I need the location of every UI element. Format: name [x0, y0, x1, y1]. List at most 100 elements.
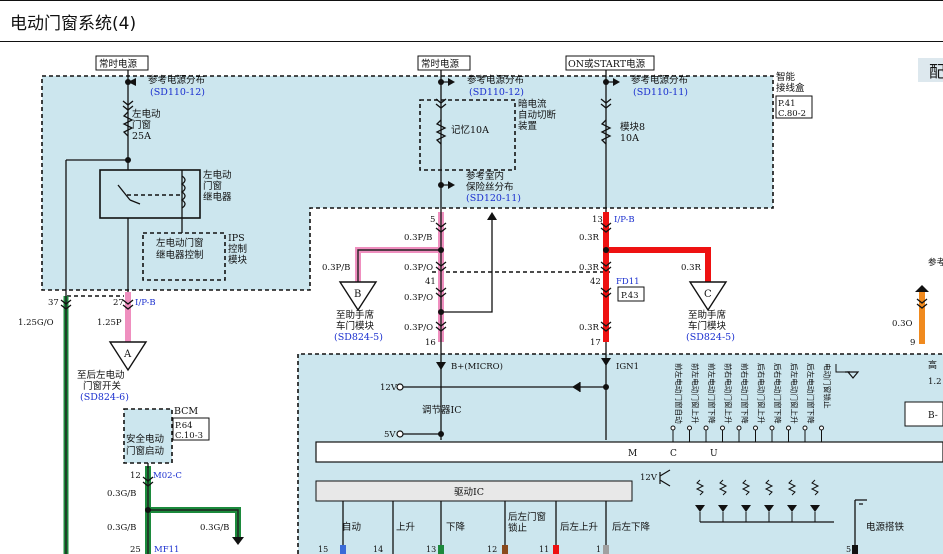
safety-2: 门窗启动	[126, 445, 164, 457]
rear-lock-1: 后左门窗	[508, 511, 546, 523]
w-125p: 1.25P	[97, 318, 122, 328]
smart-box-1: 智能	[776, 71, 796, 83]
node-5v	[396, 430, 404, 438]
to-pass-c-1: 至助手席	[688, 309, 727, 321]
switch-label-1: 前左电动门窗上升	[691, 363, 701, 424]
switch-node-1	[687, 425, 692, 431]
bottom-pin-11: 11	[539, 545, 549, 554]
arrow-ign1	[601, 358, 611, 366]
switch-input-lines	[670, 364, 850, 442]
ipb-2: I/P-B	[135, 298, 156, 308]
switch-label-7: 后左电动门窗上升	[790, 363, 800, 424]
node-12v	[396, 383, 404, 391]
memory-fuse-box	[419, 99, 516, 171]
to-rear-code: (SD824-6)	[80, 392, 129, 403]
pin-42: 42	[590, 277, 601, 287]
switch-label-5: 后右电动门窗上升	[757, 363, 767, 424]
dot-6	[603, 247, 609, 253]
p43-box	[617, 286, 645, 302]
switch-node-0	[670, 425, 676, 431]
led-resistor-0	[695, 479, 705, 496]
bmicro: B+(MICRO)	[451, 361, 503, 372]
door-module-border	[297, 353, 943, 554]
module8-2: 10A	[620, 133, 639, 144]
w-03r-4: 0.3R	[579, 323, 600, 333]
out-down-label: 下降	[446, 521, 466, 533]
arrow-ref-3	[613, 78, 620, 86]
switch-node-9	[819, 425, 824, 431]
mf11: MF11	[154, 545, 179, 554]
connector-b-label: B	[354, 289, 361, 300]
led-resistor-2	[741, 479, 751, 496]
chev-7	[600, 261, 612, 272]
chev-15	[916, 298, 928, 309]
ref-power-3-code: (SD110-11)	[633, 87, 688, 98]
bcm-ref	[172, 417, 210, 441]
arrow-up	[487, 212, 497, 220]
b-pin: B-	[928, 411, 938, 421]
w-03o: 0.3O	[892, 319, 913, 329]
b-minus-box	[904, 401, 943, 427]
v12-3: 1.2	[928, 377, 942, 387]
bottom-pin-1: 1	[596, 545, 601, 554]
memory-fuse-label: 记忆10A	[451, 124, 489, 136]
on-start-power-box	[565, 55, 655, 71]
p41: P.41	[778, 99, 796, 109]
led-resistor-4	[787, 479, 797, 496]
chev-12	[122, 299, 134, 310]
pink-wire-stripe	[357, 212, 442, 342]
drive-ic	[315, 480, 633, 502]
drive-ic-label: 驱动IC	[454, 487, 484, 498]
out-auto-label: 自动	[342, 521, 361, 533]
chev-9	[600, 287, 612, 298]
led-row	[695, 479, 820, 522]
p43: P.43	[621, 291, 639, 301]
page-header: 电动门窗系统(4)	[0, 0, 943, 42]
ips-3: 模块	[228, 254, 248, 266]
pin-12: 12	[130, 471, 141, 481]
w-03r-3: 0.3R	[681, 263, 702, 273]
to-rear-1: 至后左电动	[77, 369, 125, 381]
switch-label-3: 前右电动门窗上升	[724, 363, 734, 424]
dark-current-1: 暗电流	[518, 98, 547, 110]
to-rear-2: 门窗开关	[83, 380, 122, 392]
relay-box	[99, 169, 201, 219]
pin-25: 25	[130, 545, 141, 554]
connector-a-label: A	[123, 349, 132, 360]
fuse-label-1: 左电动	[132, 108, 161, 120]
mcu-c: C	[670, 449, 677, 459]
w-03r-2: 0.3R	[579, 263, 600, 273]
chev-3	[600, 98, 612, 109]
ref-power-2: 参考电源分布	[467, 74, 524, 86]
chev-4	[435, 222, 447, 233]
connector-b	[338, 281, 378, 312]
switch-label-4: 前右电动门窗下降	[740, 363, 750, 424]
m02c: M02-C	[153, 471, 182, 481]
ref-power-3: 参考电源分布	[631, 74, 688, 86]
ref-right: 参考	[928, 257, 943, 268]
connector-a	[108, 341, 148, 372]
w-03pb-1: 0.3P/B	[404, 233, 432, 243]
pin-9: 9	[910, 338, 915, 348]
regulator-ic: 调节器IC	[422, 405, 462, 416]
dot-5	[438, 247, 444, 253]
led-5	[810, 505, 820, 512]
switch-label-0: 前左电动门窗自动	[674, 363, 684, 424]
right-edge-label: 配	[929, 62, 943, 81]
relay-label-1: 左电动	[203, 169, 232, 181]
stub-5	[852, 545, 858, 554]
rear-up-label: 后左上升	[560, 521, 599, 533]
w-03gb-1: 0.3G/B	[107, 489, 136, 499]
switch-ground	[835, 364, 850, 373]
pin-16: 16	[425, 338, 436, 348]
c10-3: C.10-3	[175, 431, 203, 441]
ipb-1: I/P-B	[614, 215, 635, 225]
dot-7	[438, 309, 444, 315]
led-4	[787, 505, 797, 512]
led-1	[718, 505, 728, 512]
dot-4	[438, 182, 444, 188]
connector-c-label: C	[704, 289, 712, 300]
w-125go: 1.25G/O	[18, 318, 54, 328]
connector-c	[688, 281, 728, 312]
module8-fuse	[600, 119, 612, 145]
